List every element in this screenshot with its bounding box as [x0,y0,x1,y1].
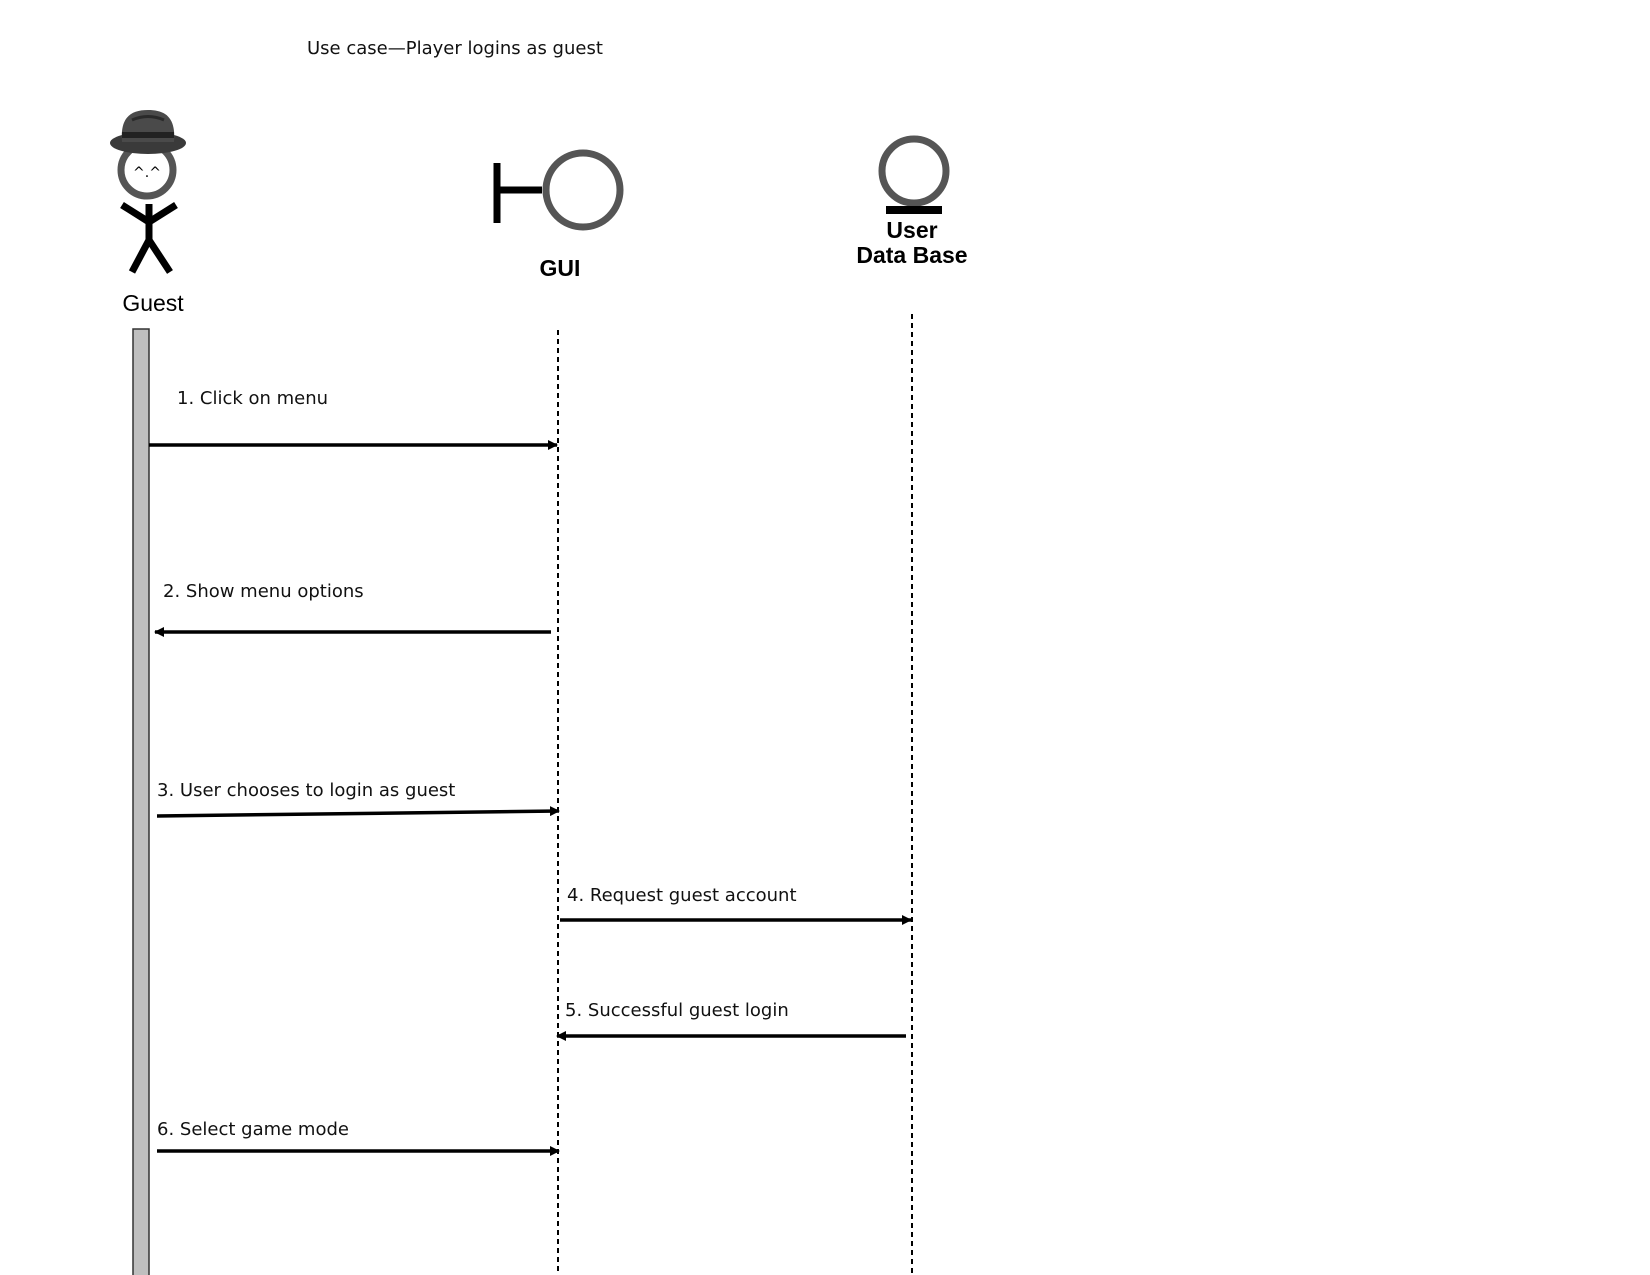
hat-crease [131,115,165,122]
message-label: 4. Request guest account [567,885,797,906]
message-label: 2. Show menu options [163,581,364,602]
message-4: 4. Request guest account [560,885,912,925]
gui-label: GUI [540,255,581,281]
hat-band [122,132,174,138]
gui-participant: GUI [493,149,624,281]
message-2: 2. Show menu options [154,581,551,637]
message-label: 1. Click on menu [177,388,328,409]
database-label-line1: User [886,217,937,243]
diagram-title: Use case—Player logins as guest [307,38,603,59]
database-participant: User Data Base [856,135,968,268]
message-label: 5. Successful guest login [565,1000,789,1021]
message-1: 1. Click on menu [149,388,558,450]
message-label: 6. Select game mode [157,1119,349,1140]
guest-label: Guest [122,290,184,316]
boundary-icon [493,149,624,231]
stick-figure-with-fedora-icon: ^.^ [110,110,186,274]
message-arrow [156,806,560,818]
database-label-line2: Data Base [856,242,967,268]
guest-actor: ^.^ Guest [110,110,186,316]
entity-icon [878,135,950,214]
message-5: 5. Successful guest login [556,1000,906,1041]
actor-face: ^.^ [133,165,161,181]
message-3: 3. User chooses to login as guest [156,780,560,818]
message-label: 3. User chooses to login as guest [157,780,455,801]
guest-activation-bar [132,328,150,1275]
message-6: 6. Select game mode [157,1119,560,1156]
